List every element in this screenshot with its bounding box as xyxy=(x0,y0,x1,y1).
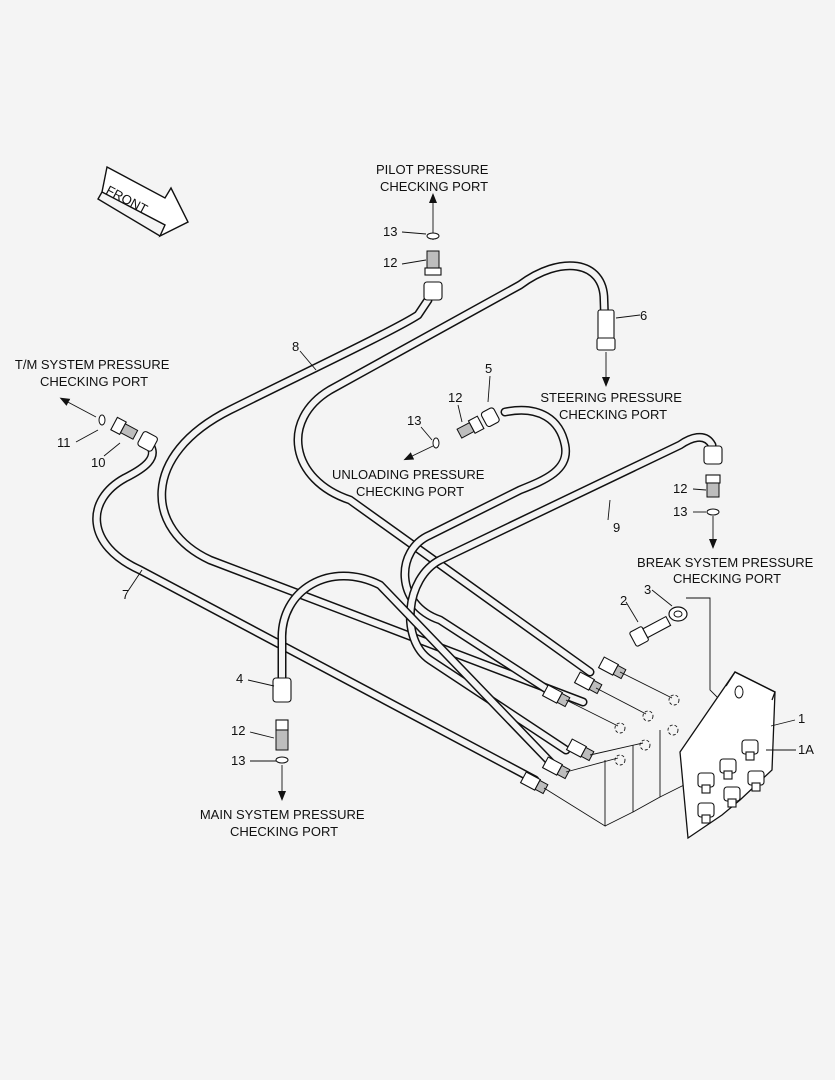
hose-8 xyxy=(157,295,588,707)
hose-end-fittings xyxy=(519,656,627,795)
callout-13-main: 13 xyxy=(231,753,245,768)
callout-6: 6 xyxy=(640,308,647,323)
unloading-port-group xyxy=(403,407,500,461)
callout-13-brake: 13 xyxy=(673,504,687,519)
hose-9 xyxy=(405,432,717,755)
block-port-fittings xyxy=(697,739,765,824)
tm-port-label: T/M SYSTEM PRESSURE CHECKING PORT xyxy=(15,357,173,389)
hose-7 xyxy=(92,440,540,785)
steering-port-group xyxy=(596,309,616,387)
hose-4 xyxy=(277,571,561,773)
tm-port-group xyxy=(59,397,158,452)
unloading-port-label: UNLOADING PRESSURE CHECKING PORT xyxy=(332,467,488,499)
callout-11: 11 xyxy=(57,435,71,450)
main-port-label: MAIN SYSTEM PRESSURE CHECKING PORT xyxy=(200,807,368,839)
callout-8: 8 xyxy=(292,339,299,354)
callout-5: 5 xyxy=(485,361,492,376)
washer-icon xyxy=(668,606,688,622)
callout-12-brake: 12 xyxy=(673,481,687,496)
pilot-port-label: PILOT PRESSURE CHECKING PORT xyxy=(376,162,492,194)
callout-13-unloading: 13 xyxy=(407,413,421,428)
callout-10: 10 xyxy=(91,455,105,470)
callout-12-main: 12 xyxy=(231,723,245,738)
callout-4: 4 xyxy=(236,671,243,686)
callout-2: 2 xyxy=(620,593,627,608)
callout-9: 9 xyxy=(613,520,620,535)
callout-leaders xyxy=(75,231,796,762)
callout-1: 1 xyxy=(798,711,805,726)
hose-lines xyxy=(92,261,717,785)
brake-port-group xyxy=(703,445,723,549)
pilot-port-group xyxy=(423,193,443,301)
hose-6 xyxy=(293,261,610,677)
hose-5 xyxy=(400,405,571,695)
steering-port-label: STEERING PRESSURE CHECKING PORT xyxy=(540,390,685,422)
callout-7: 7 xyxy=(122,587,129,602)
bolt-icon xyxy=(629,615,672,647)
front-arrow-icon: FRONT xyxy=(97,165,189,238)
checking-port-block xyxy=(679,671,776,840)
callout-12-pilot: 12 xyxy=(383,255,397,270)
callout-3: 3 xyxy=(644,582,651,597)
main-port-group xyxy=(272,677,292,801)
brake-port-label: BREAK SYSTEM PRESSURE CHECKING PORT xyxy=(637,555,817,586)
callout-numbers: 13 12 6 8 5 12 13 11 10 12 13 9 7 3 2 4 … xyxy=(57,224,814,768)
callout-1a: 1A xyxy=(798,742,814,757)
callout-12-unloading: 12 xyxy=(448,390,462,405)
callout-13-pilot: 13 xyxy=(383,224,397,239)
